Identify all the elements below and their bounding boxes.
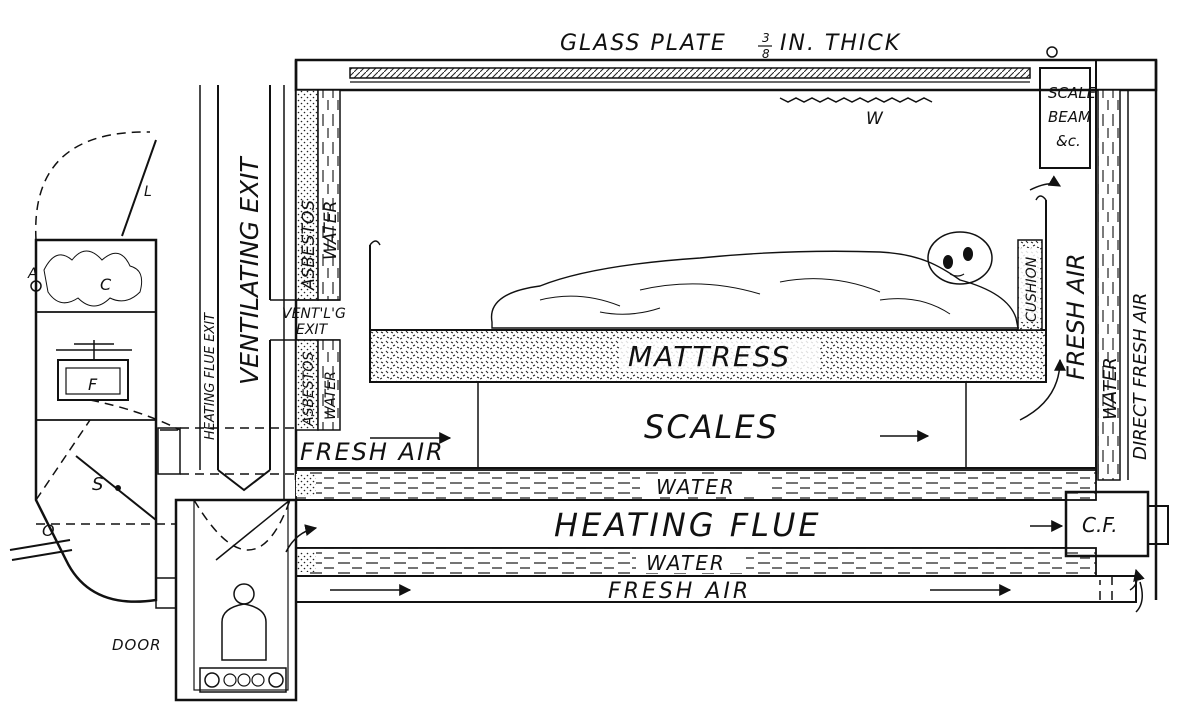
- ventig-exit-label-2: EXIT: [296, 322, 329, 338]
- scale-beam-label-1: SCALE: [1048, 84, 1097, 102]
- water-left-bottom-label: WATER: [323, 371, 339, 420]
- water-column-right: [1097, 89, 1121, 481]
- letter-f: F: [88, 375, 98, 394]
- cf-label: C.F.: [1082, 513, 1118, 537]
- heating-flue-label: HEATING FLUE: [554, 506, 822, 544]
- ventig-exit-label-1: VENT'L'G: [282, 306, 346, 322]
- letter-c: C: [100, 275, 112, 294]
- letter-o: O: [42, 521, 55, 540]
- mattress-label: MATTRESS: [628, 340, 791, 373]
- scale-beam-label-3: &c.: [1056, 132, 1081, 150]
- scale-beam-label-2: BEAM: [1048, 108, 1091, 126]
- fresh-air-channel: [295, 575, 1137, 603]
- scales-label: SCALES: [644, 408, 779, 446]
- water-upper-label: WATER: [656, 475, 736, 499]
- glass-fraction-num: 3: [762, 31, 770, 45]
- letter-l: L: [144, 184, 152, 200]
- scales-box: SCALES: [477, 382, 967, 468]
- water-jacket-bottom: [317, 339, 341, 431]
- water-top-label: WATER: [321, 201, 341, 260]
- fresh-air-bottom-label: FRESH AIR: [608, 579, 751, 604]
- ventilating-exit-label: VENTILATING EXIT: [235, 156, 264, 385]
- water-jacket-top: [317, 89, 341, 301]
- regulator-housing: [9, 131, 181, 609]
- direct-fresh-air-label: DIRECT FRESH AIR: [1130, 293, 1151, 460]
- w-label: W: [866, 109, 884, 129]
- glass-plate-label: GLASS PLATE: [560, 31, 727, 56]
- ventilating-exit-column: VENTILATING EXIT HEATING FLUE EXIT: [199, 85, 285, 500]
- heating-flue-exit-label: HEATING FLUE EXIT: [203, 312, 218, 440]
- bed-frame: [369, 195, 1047, 330]
- letter-s: S: [92, 474, 103, 495]
- glass-unit-label: IN. THICK: [780, 31, 901, 56]
- water-lower-label: WATER: [646, 551, 726, 575]
- heating-flue: [295, 499, 1067, 549]
- letter-a: A: [27, 266, 38, 282]
- cf-chamber: C.F.: [1064, 490, 1169, 558]
- furnace-box: [174, 498, 298, 702]
- fresh-air-middle-label: FRESH AIR: [300, 438, 445, 466]
- asbestos-bottom-label: ASBESTOS: [301, 352, 317, 427]
- infant-figure: [490, 231, 1019, 329]
- fresh-air-right-label: FRESH AIR: [1062, 253, 1090, 380]
- water-surface-mark: [779, 97, 933, 103]
- glass-fraction-den: 8: [762, 47, 770, 61]
- asbestos-top-label: ASBESTOS: [299, 200, 319, 291]
- water-right-label: WATER: [1100, 357, 1121, 420]
- door-label: DOOR: [112, 636, 162, 654]
- scale-beam-box: SCALE BEAM &c.: [1039, 67, 1097, 169]
- cushion-label: CUSHION: [1024, 256, 1040, 322]
